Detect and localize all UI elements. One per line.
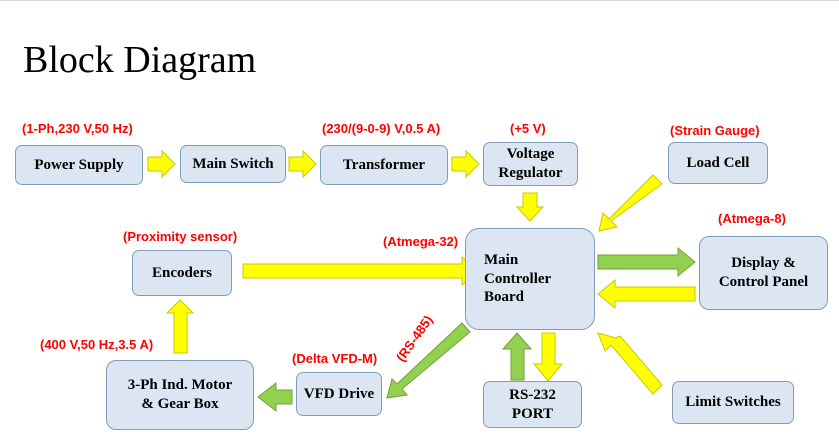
block-transformer-label: Transformer [342, 156, 426, 173]
annotation-encoder-type: (Proximity sensor) [123, 229, 238, 244]
arrow-rs232-to-controller [501, 332, 533, 381]
block-transformer: Transformer [320, 145, 448, 185]
block-load-cell: Load Cell [668, 142, 768, 184]
block-main-controller-line1: Main [484, 251, 519, 268]
block-display-panel: Display & Control Panel [699, 236, 828, 310]
page-title: Block Diagram [23, 39, 257, 81]
block-rs232-port-line1: RS-232 [509, 386, 556, 403]
block-motor: 3-Ph Ind. Motor & Gear Box [106, 360, 254, 430]
annotation-display-mcu: (Atmega-8) [718, 211, 786, 226]
arrow-loadcell-to-controller [598, 174, 663, 232]
block-limit-switches: Limit Switches [672, 381, 794, 424]
annotation-power-rating: (1-Ph,230 V,50 Hz) [22, 121, 133, 136]
block-main-controller: Main Controller Board [465, 228, 595, 330]
arrow-controller-to-vfd [386, 322, 471, 399]
block-vfd-drive: VFD Drive [296, 372, 382, 416]
annotation-vfd-model: (Delta VFD-M) [292, 351, 378, 366]
arrow-encoders-to-controller [242, 256, 482, 286]
arrow-vfd-to-motor [257, 381, 293, 413]
annotation-regulator-output: (+5 V) [510, 121, 546, 136]
block-power-supply: Power Supply [15, 145, 143, 185]
block-limit-switches-label: Limit Switches [685, 394, 781, 411]
arrow-switch-to-transformer [288, 149, 317, 179]
block-encoders: Encoders [132, 250, 232, 296]
annotation-motor-rating: (400 V,50 Hz,3.5 A) [40, 337, 154, 352]
block-voltage-regulator: Voltage Regulator [483, 142, 578, 186]
block-voltage-regulator-line1: Voltage [506, 146, 555, 163]
block-main-controller-line3: Board [484, 289, 525, 306]
slide-top-border [0, 0, 839, 1]
arrow-limitswitches-to-controller [597, 332, 663, 395]
annotation-load-cell-type: (Strain Gauge) [670, 123, 760, 138]
arrow-controller-to-rs232 [532, 332, 564, 382]
block-motor-line2: & Gear Box [141, 396, 219, 412]
block-main-switch: Main Switch [180, 145, 286, 183]
block-load-cell-label: Load Cell [686, 154, 750, 171]
block-power-supply-label: Power Supply [34, 156, 124, 173]
arrow-regulator-to-controller [515, 192, 545, 222]
arrow-controller-to-display [597, 246, 696, 278]
arrow-power-to-switch [147, 149, 176, 179]
block-display-panel-line1: Display & [731, 255, 796, 272]
block-motor-line1: 3-Ph Ind. Motor [127, 377, 233, 394]
block-rs232-port: RS-232 PORT [483, 381, 582, 428]
block-main-switch-label: Main Switch [192, 155, 274, 172]
arrow-transformer-to-regulator [451, 149, 480, 179]
annotation-transformer-rating: (230/(9-0-9) V,0.5 A) [322, 121, 441, 136]
arrow-motor-to-encoders [165, 299, 195, 354]
arrow-display-to-controller [597, 278, 696, 310]
block-main-controller-line2: Controller [484, 270, 552, 287]
block-voltage-regulator-line2: Regulator [498, 165, 563, 181]
block-vfd-drive-label: VFD Drive [303, 385, 375, 402]
annotation-controller-mcu: (Atmega-32) [383, 234, 459, 249]
block-rs232-port-line2: PORT [511, 405, 554, 422]
block-display-panel-line2: Control Panel [718, 274, 809, 290]
block-encoders-label: Encoders [152, 264, 212, 281]
